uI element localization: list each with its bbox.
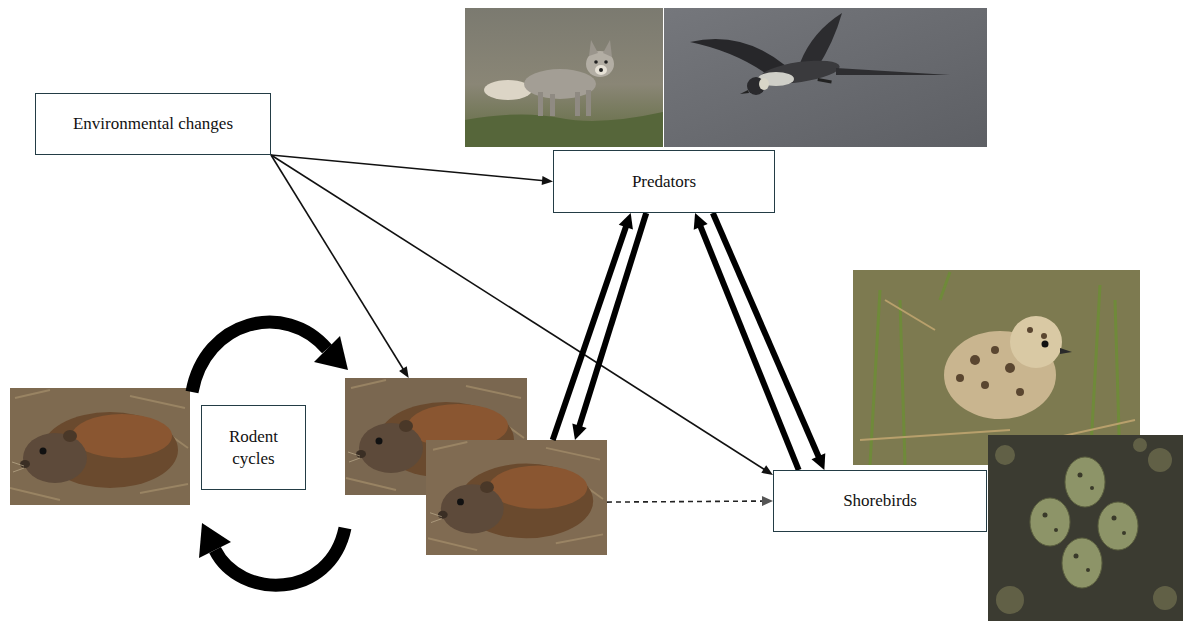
node-label: Predators: [632, 171, 696, 192]
arrow: [713, 213, 825, 470]
node-label: Environmental changes: [73, 113, 233, 134]
group-box: Predators: [553, 150, 775, 213]
lemming-photo: [426, 440, 607, 555]
fox-photo: [465, 8, 663, 147]
dashed-arrow: [607, 496, 773, 506]
nest-photo: [988, 435, 1183, 621]
arrow: [572, 213, 646, 440]
node-label: Shorebirds: [843, 490, 917, 511]
arrow: [271, 155, 553, 185]
skua-photo: [664, 8, 987, 147]
cycle-arrow: [192, 322, 348, 392]
group-box: Rodent cycles: [201, 405, 306, 490]
cycle-arrow: [199, 523, 345, 585]
factor-box: Environmental changes: [35, 93, 271, 155]
node-label: Rodent cycles: [210, 426, 297, 469]
arrow: [271, 155, 409, 378]
lemming-photo: [10, 388, 190, 505]
group-box: Shorebirds: [773, 470, 987, 532]
arrow: [694, 213, 799, 470]
arrow: [553, 213, 633, 440]
